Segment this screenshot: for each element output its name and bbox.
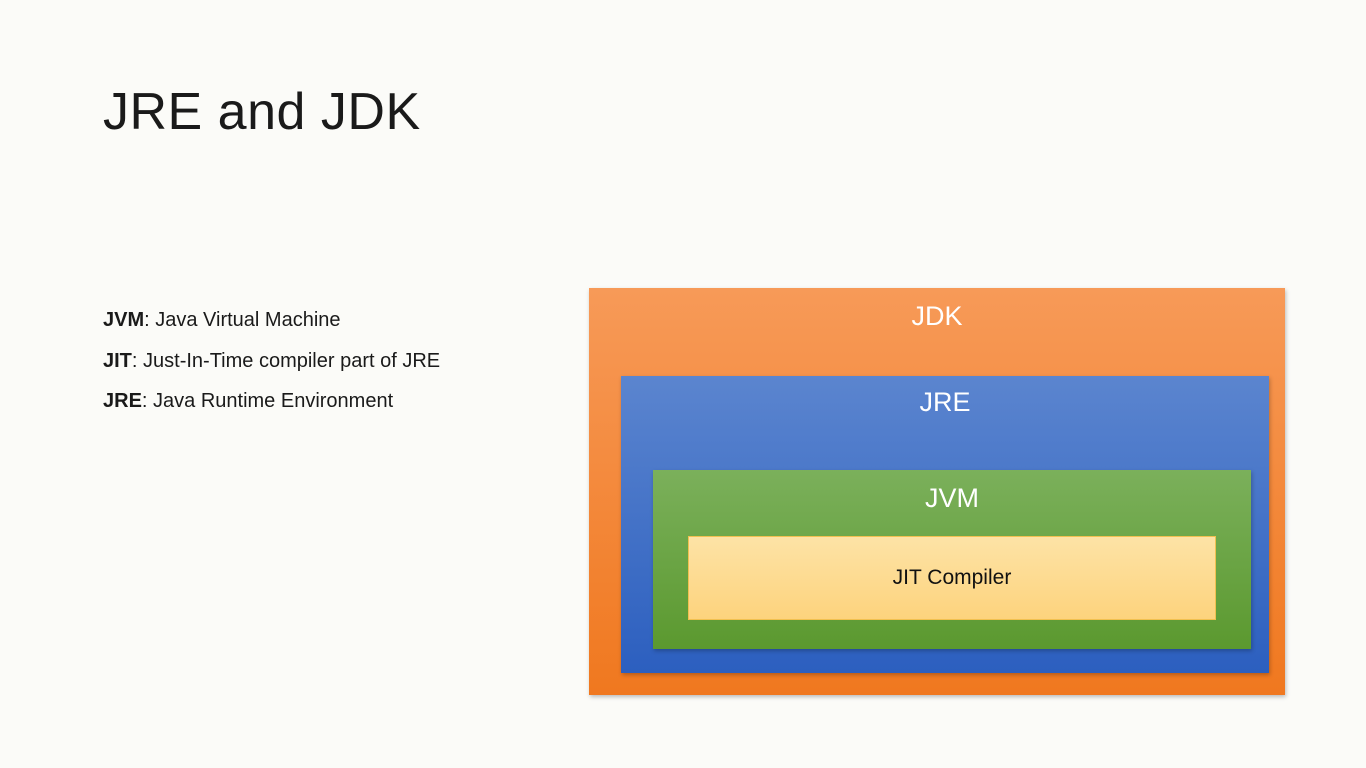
jit-compiler-label: JIT Compiler — [892, 566, 1012, 589]
slide-title: JRE and JDK — [103, 83, 421, 141]
definition-description: : Java Runtime Environment — [141, 390, 394, 412]
definition-term: JVM — [103, 309, 145, 331]
definition-term: JRE — [103, 390, 142, 412]
definitions-list: JVM: Java Virtual Machine JIT: Just-In-T… — [103, 305, 440, 427]
definition-term: JIT — [103, 349, 132, 372]
jvm-label: JVM — [925, 483, 979, 513]
definition-jre: JRE: Java Runtime Environment — [103, 386, 440, 427]
jre-label: JRE — [919, 387, 971, 417]
jdk-label: JDK — [911, 301, 963, 331]
definition-jvm: JVM: Java Virtual Machine — [103, 305, 440, 346]
definition-jit: JIT: Just-In-Time compiler part of JRE — [103, 346, 440, 387]
jit-compiler-box: JIT Compiler — [688, 536, 1216, 620]
definition-description: : Just-In-Time compiler part of JRE — [131, 349, 441, 372]
definition-description: : Java Virtual Machine — [144, 309, 341, 331]
